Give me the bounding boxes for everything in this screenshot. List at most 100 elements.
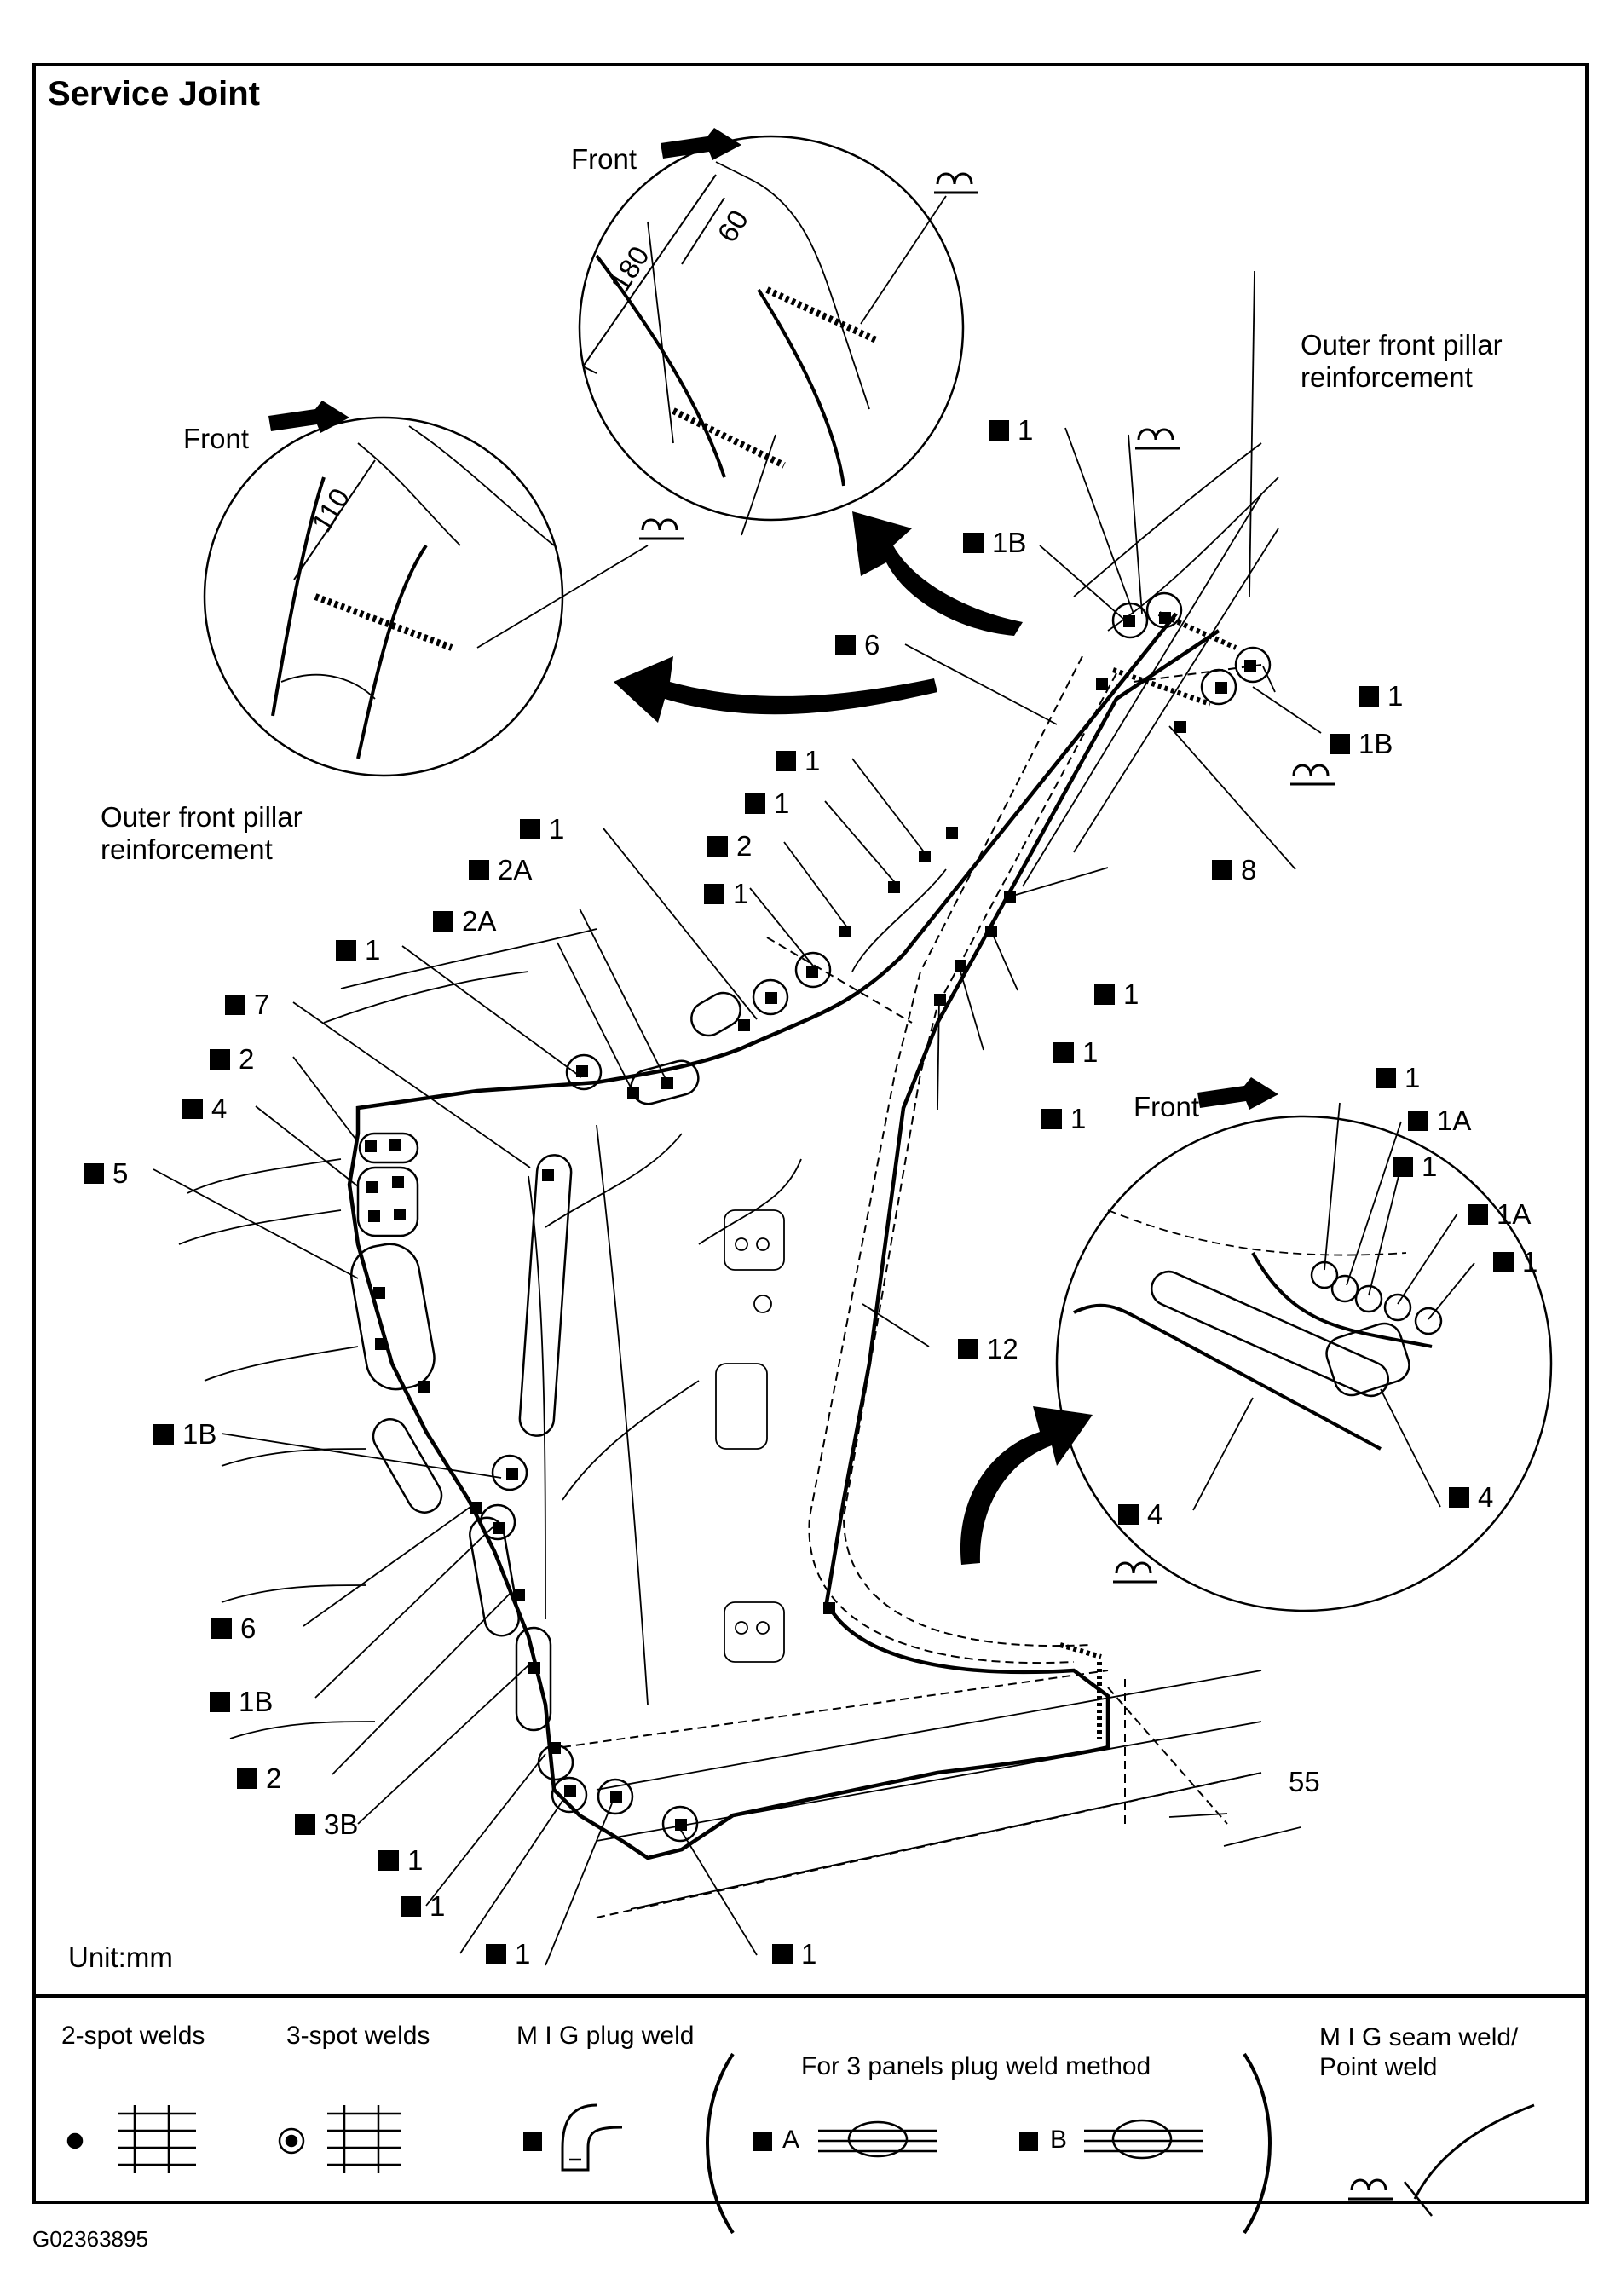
plug-weld-square-icon [225, 994, 245, 1015]
detail-view-top [578, 135, 965, 522]
callout: 1B [153, 1420, 216, 1448]
callout: 1 [1041, 1105, 1086, 1133]
plug-weld-square-icon [1359, 685, 1379, 707]
callout: 4 [1449, 1483, 1493, 1511]
callout: 1B [210, 1687, 273, 1716]
legend-divider [32, 1994, 1589, 1998]
callout: 1 [486, 1940, 530, 1968]
callout: 1 [745, 789, 789, 817]
callout: 1 [1359, 682, 1403, 710]
legend-icons [66, 2052, 1535, 2235]
plug-weld-square-icon [210, 1691, 230, 1712]
callout: 2 [237, 1764, 281, 1792]
callout: 4 [182, 1094, 227, 1122]
plug-weld-square-icon [182, 1098, 203, 1119]
callout: 1 [989, 416, 1033, 444]
plug-weld-square-icon [1393, 1156, 1413, 1177]
plug-weld-square-icon [1118, 1503, 1139, 1525]
callout: 1 [1053, 1038, 1098, 1066]
main-cut-line [347, 612, 1220, 1860]
plug-weld-marks [365, 612, 1256, 1831]
plug-weld-square-icon [401, 1895, 421, 1917]
dimension-55: 55 [1289, 1766, 1320, 1797]
plug-weld-square-icon [958, 1338, 978, 1359]
callout: 1B [1330, 730, 1393, 758]
legend-three-panel-method: For 3 panels plug weld method [801, 2052, 1151, 2080]
arrow-icon [268, 128, 1278, 1565]
plug-weld-square-icon [772, 1943, 793, 1964]
plug-weld-square-icon [1212, 859, 1232, 880]
cut-outline-dashed [562, 655, 1262, 1918]
diagram-title: Service Joint [48, 75, 261, 112]
plug-weld-square-icon [707, 835, 728, 857]
callout: 2 [210, 1045, 254, 1073]
front-label-left: Front [183, 423, 250, 454]
detail-view-right [1055, 1115, 1553, 1612]
callout: 5 [84, 1159, 128, 1187]
callout: 2 [707, 832, 752, 860]
plug-weld-square-icon [1041, 1108, 1062, 1129]
plug-weld-square-icon [1449, 1486, 1469, 1508]
plug-weld-square-icon [211, 1618, 232, 1639]
plug-weld-square-icon [1376, 1067, 1396, 1088]
legend-3-spot-welds: 3-spot welds [286, 2022, 430, 2050]
leader-lines [153, 270, 1475, 1966]
plug-weld-square-icon [486, 1943, 506, 1964]
callout: 1 [1376, 1064, 1420, 1092]
callout: 7 [225, 990, 269, 1018]
callout: 1 [336, 936, 380, 964]
callout: 3B [295, 1810, 358, 1838]
callout: 1B [963, 528, 1026, 557]
callout: 1 [1393, 1152, 1437, 1180]
callout: 1 [520, 815, 564, 843]
plug-weld-square-icon [210, 1048, 230, 1070]
callout: 1 [401, 1892, 445, 1920]
callout: 1 [772, 1940, 816, 1968]
callout: 12 [958, 1335, 1018, 1363]
callout: 1 [776, 747, 820, 775]
legend-mig-seam-weld: M I G seam weld/ Point weld [1319, 2023, 1519, 2081]
plug-weld-square-icon [1053, 1041, 1074, 1063]
legend-method-b: B [1050, 2126, 1068, 2154]
plug-weld-square-icon [989, 419, 1009, 441]
plug-weld-square-icon [520, 818, 540, 839]
plug-weld-square-icon [1468, 1203, 1488, 1225]
weld-groups [350, 991, 741, 1732]
plug-weld-square-icon [237, 1768, 257, 1789]
plug-weld-square-icon [84, 1162, 104, 1184]
legend-method-a: A [782, 2126, 800, 2154]
plug-weld-square-icon [336, 939, 356, 961]
seam-weld-leaders [476, 195, 947, 649]
callout: 6 [835, 631, 880, 659]
plug-weld-square-icon [963, 532, 984, 553]
plug-weld-square-icon [1330, 733, 1350, 754]
detail-view-left [203, 416, 564, 777]
callout: 1 [1094, 980, 1139, 1008]
callout: 4 [1118, 1500, 1162, 1528]
legend-mig-plug-weld: M I G plug weld [516, 2022, 695, 2050]
plug-weld-square-icon [153, 1423, 174, 1445]
plug-weld-square-icon [295, 1814, 315, 1835]
seam-weld-icon [639, 172, 1393, 2201]
outer-front-pillar-label-right: Outer front pillar reinforcement [1301, 329, 1503, 393]
callout: 1 [704, 880, 748, 908]
front-label-right: Front [1134, 1091, 1200, 1122]
callout: 2A [433, 907, 496, 935]
outer-front-pillar-label-left: Outer front pillar reinforcement [101, 801, 303, 865]
circled-spot-welds [479, 591, 1272, 1843]
plug-weld-square-icon [469, 859, 489, 880]
callout: 8 [1212, 856, 1256, 884]
plug-weld-square-icon [1094, 984, 1115, 1005]
plug-weld-square-icon [1408, 1110, 1428, 1131]
plug-weld-square-icon [745, 793, 765, 814]
plug-weld-square-icon [704, 883, 724, 904]
figure-id: G02363895 [32, 2226, 148, 2252]
plug-weld-square-icon [433, 910, 453, 932]
plug-weld-square-icon [378, 1849, 399, 1871]
callout: 1 [1493, 1248, 1537, 1276]
callout: 1A [1408, 1106, 1471, 1134]
seam-weld-marks [1059, 611, 1237, 1739]
plug-weld-square-icon [1493, 1251, 1514, 1272]
unit-label: Unit:mm [68, 1941, 173, 1973]
